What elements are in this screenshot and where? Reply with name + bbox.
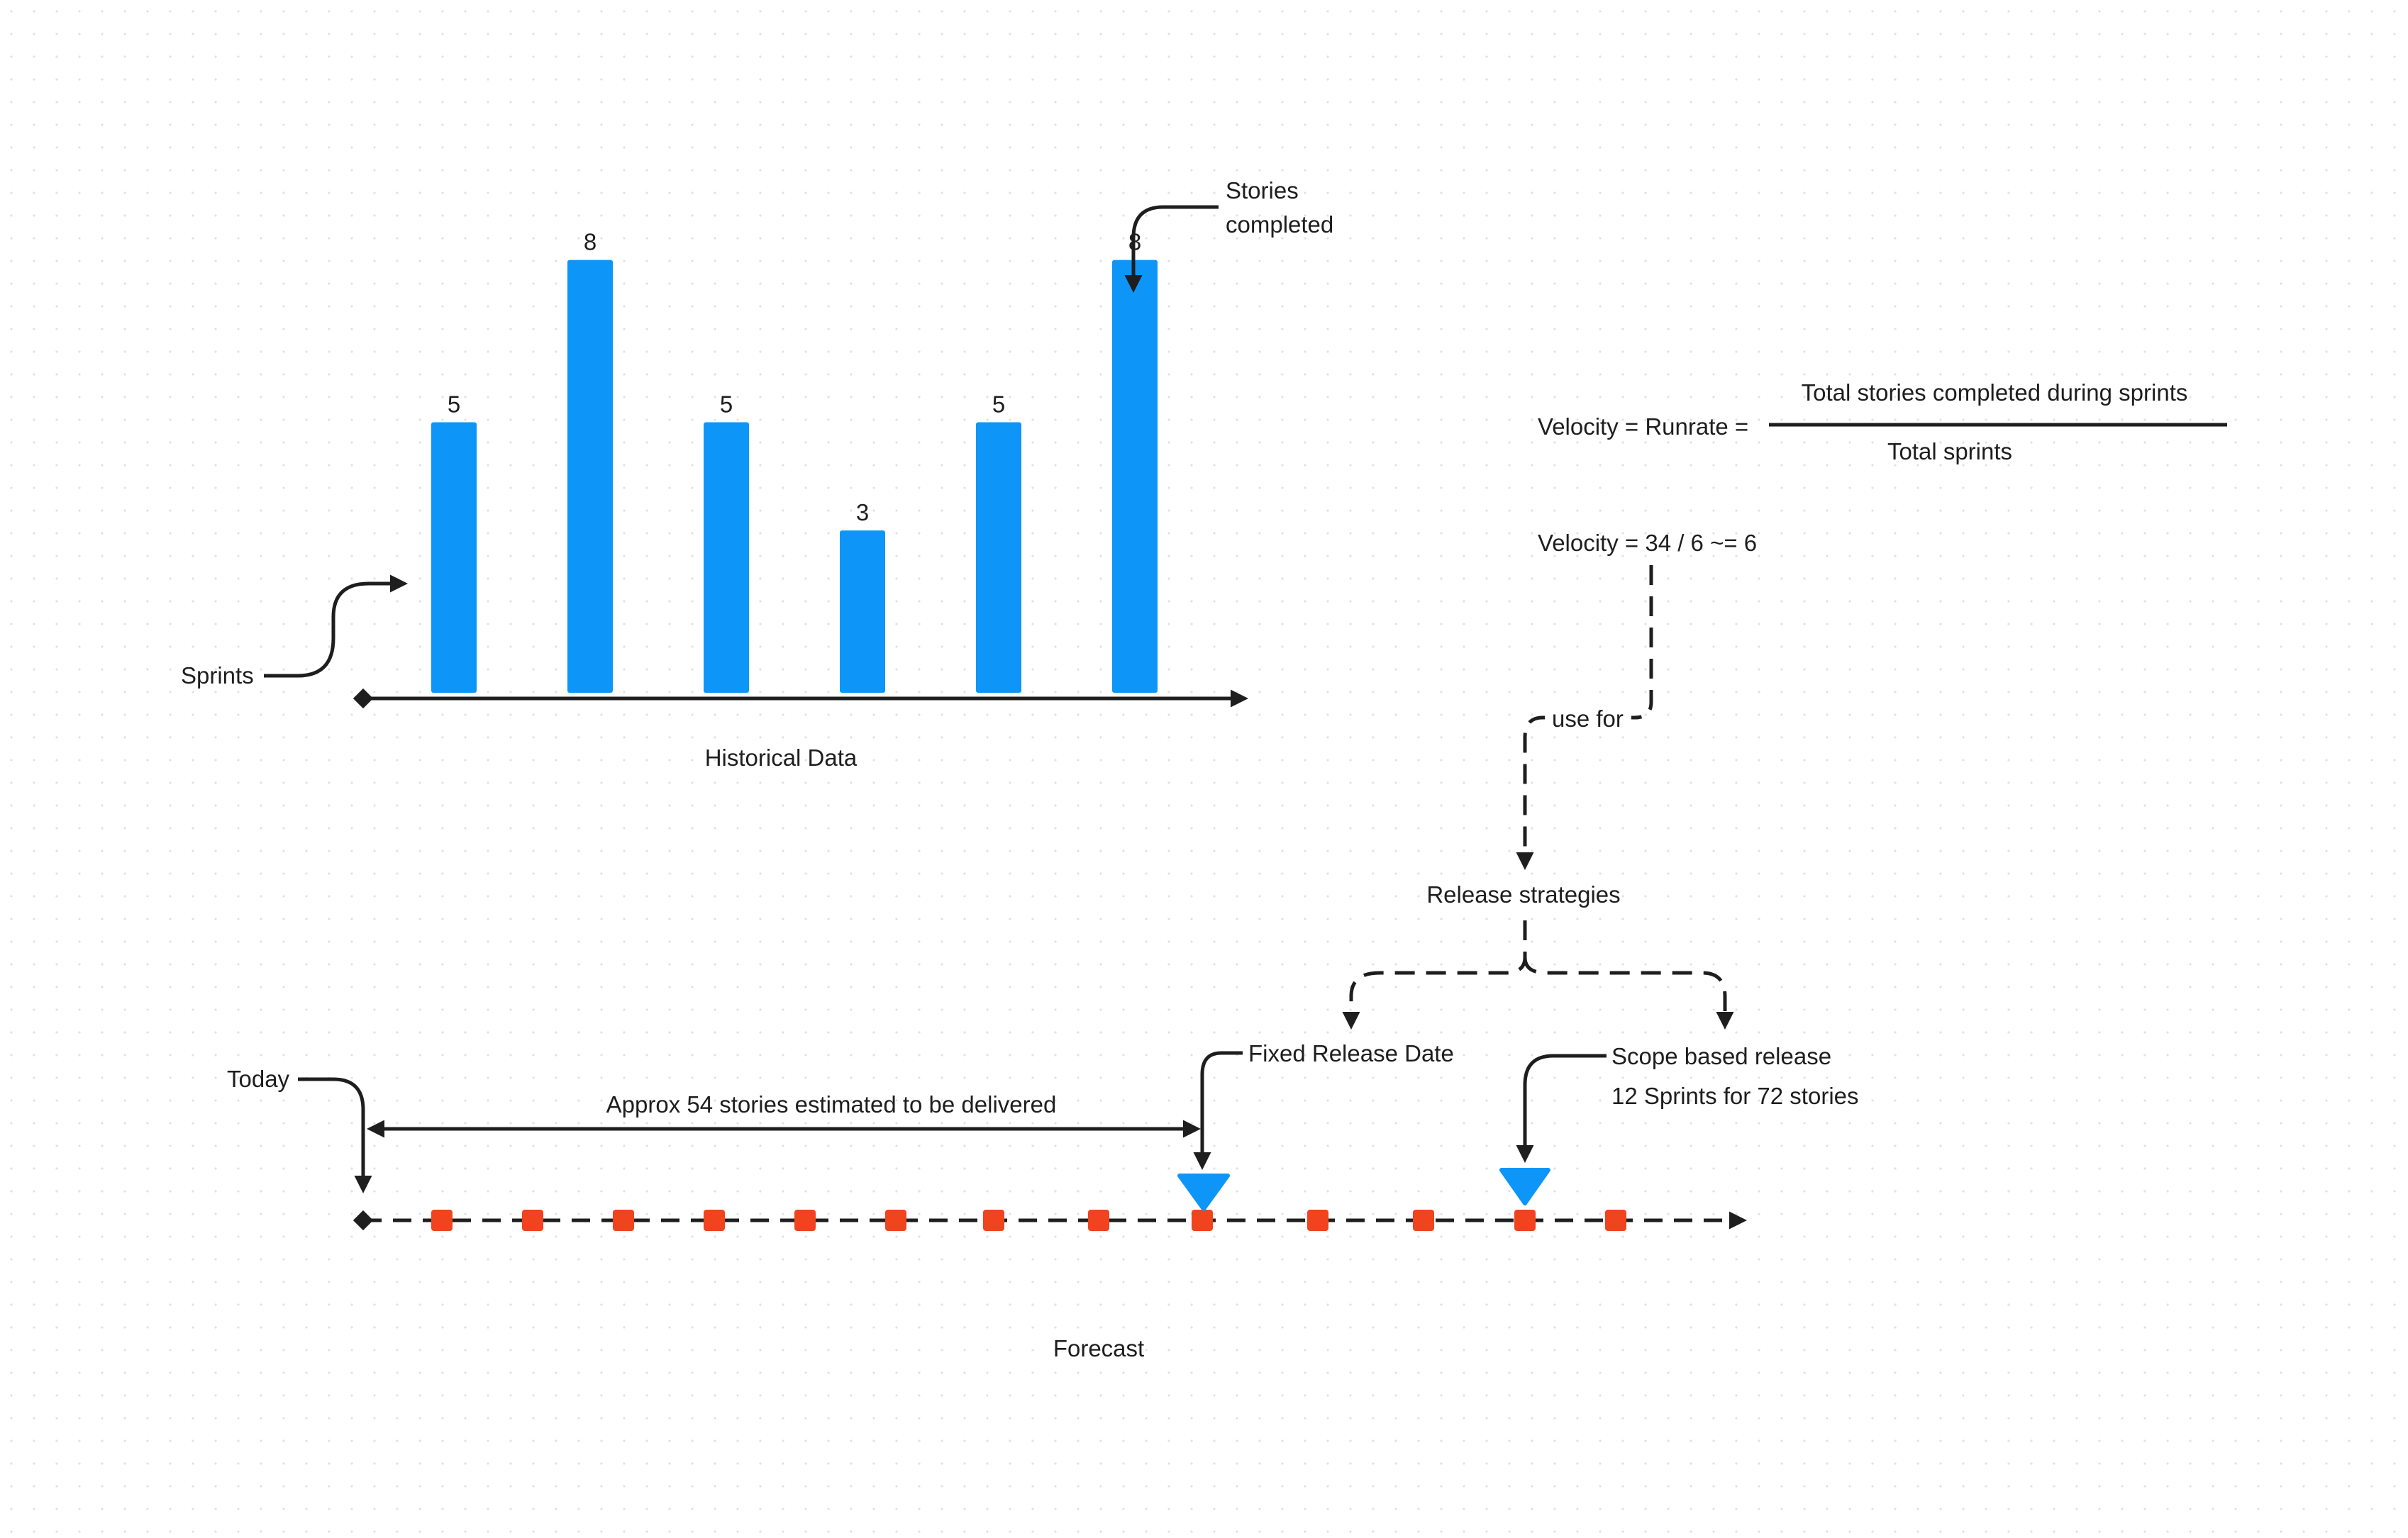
forecast-sprint-markers [431, 1210, 1626, 1231]
fixed-release-date-label: Fixed Release Date [1248, 1040, 1454, 1066]
sprints-arrow [264, 574, 408, 678]
sprint-bar-3 [704, 422, 749, 693]
forecast-sprint-marker-3 [613, 1210, 634, 1231]
forecast-sprint-marker-2 [522, 1210, 543, 1231]
forecast-sprint-marker-9 [1192, 1210, 1213, 1231]
strategy-branch-right [1523, 957, 1734, 1030]
stories-completed-arrow [1124, 205, 1219, 293]
sprint-bar-value-3: 5 [720, 391, 733, 418]
sprint-bar-6 [1112, 260, 1158, 693]
forecast-sprint-marker-13 [1605, 1210, 1626, 1231]
sprint-bar-value-5: 5 [992, 391, 1005, 418]
scope-release-milestone-icon [1499, 1168, 1550, 1205]
forecast-sprint-marker-4 [704, 1210, 725, 1231]
forecast-sprint-marker-6 [885, 1210, 906, 1231]
scope-based-release-label: Scope based release [1611, 1043, 1831, 1069]
strategy-branch-left [1342, 920, 1527, 1030]
stories-completed-label: Stories completed [1226, 177, 1333, 238]
forecast-sprint-marker-10 [1307, 1210, 1328, 1231]
historical-axis-start-diamond [353, 688, 374, 709]
sprint-bar-value-1: 5 [448, 391, 460, 418]
sprint-bar-5 [976, 422, 1021, 693]
today-label: Today [227, 1066, 290, 1092]
sprint-bar-2 [567, 260, 613, 693]
forecast-sprint-marker-1 [431, 1210, 453, 1231]
forecast-sprint-marker-5 [794, 1210, 816, 1231]
fixed-release-milestone-icon [1177, 1174, 1230, 1211]
scope-release-pointer [1516, 1054, 1607, 1163]
today-arrow [298, 1077, 372, 1193]
sprint-bar-1 [431, 422, 477, 693]
release-strategies-label: Release strategies [1426, 881, 1620, 908]
sprint-bar-4 [840, 530, 885, 693]
use-for-label-bg [1545, 701, 1631, 735]
forecast-start-diamond [353, 1210, 374, 1231]
sprint-bar-value-2: 8 [584, 229, 597, 255]
sprints-label: Sprints [181, 662, 254, 689]
forecast-label: Forecast [1053, 1335, 1144, 1361]
forecast-sprint-marker-7 [983, 1210, 1004, 1231]
scope-detail-label: 12 Sprints for 72 stories [1611, 1083, 1859, 1109]
forecast-sprint-marker-12 [1514, 1210, 1536, 1231]
velocity-formula-lhs: Velocity = Runrate = [1538, 413, 1748, 440]
velocity-to-strategies-connector [1516, 565, 1653, 870]
use-for-label: use for [1552, 706, 1624, 732]
velocity-calculation: Velocity = 34 / 6 ~= 6 [1538, 530, 1757, 556]
formula-denominator: Total sprints [1887, 438, 2012, 464]
formula-numerator: Total stories completed during sprints [1802, 379, 2188, 406]
fixed-release-pointer [1193, 1051, 1243, 1170]
sprint-bar-value-4: 3 [856, 499, 869, 525]
forecast-sprint-marker-11 [1413, 1210, 1434, 1231]
historical-data-label: Historical Data [705, 745, 858, 771]
forecast-sprint-marker-8 [1088, 1210, 1109, 1231]
approx-stories-label: Approx 54 stories estimated to be delive… [606, 1091, 1057, 1118]
